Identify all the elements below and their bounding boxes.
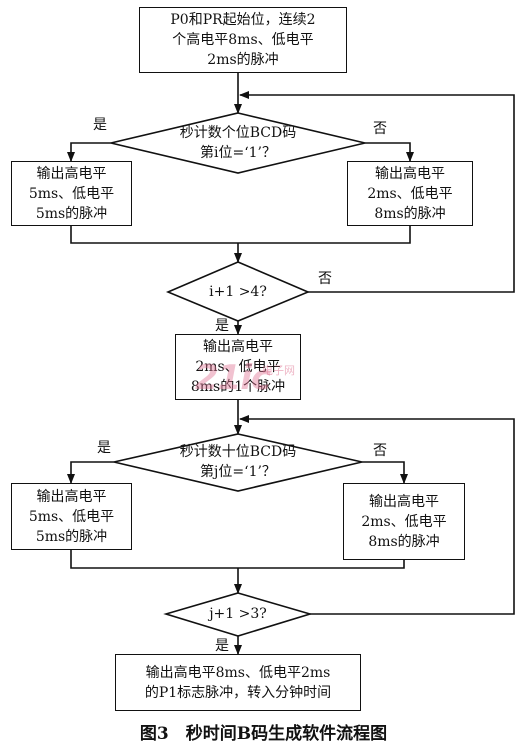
- end-box: 输出高电平8ms、低电平2ms 的P1标志脉冲，转入分钟时间: [115, 654, 361, 711]
- watermark-logo: 21ic: [195, 358, 271, 398]
- figure-caption: 图3 秒时间B码生成软件流程图: [139, 724, 388, 744]
- decision-units-shape: [110, 112, 366, 174]
- label-no-loop-i: 否: [318, 271, 332, 287]
- loop-j-text: j+1 >3?: [209, 606, 267, 622]
- label-no-tens: 否: [373, 443, 387, 459]
- decision-tens-shape: [113, 433, 363, 492]
- tens-no-output-box: 输出高电平 2ms、低电平 8ms的脉冲: [343, 483, 465, 560]
- label-yes-loop-i: 是: [215, 318, 229, 334]
- label-yes-tens: 是: [97, 440, 111, 456]
- watermark-sub: 电子网: [262, 364, 295, 377]
- units-yes-output-box: 输出高电平 5ms、低电平 5ms的脉冲: [11, 161, 132, 226]
- units-no-output-box: 输出高电平 2ms、低电平 8ms的脉冲: [347, 161, 473, 226]
- loop-i-text: i+1 >4?: [209, 284, 267, 300]
- decision-tens-text: 秒计数十位BCD码 第j位=‘1’？: [179, 444, 297, 480]
- start-box: P0和PR起始位，连续2 个高电平8ms、低电平 2ms的脉冲: [139, 7, 347, 73]
- label-yes-units: 是: [93, 117, 107, 133]
- mid-output-box: 输出高电平 2ms、低电平 8ms的1个脉冲: [175, 334, 301, 400]
- label-yes-loop-j: 是: [215, 638, 229, 654]
- tens-yes-output-box: 输出高电平 5ms、低电平 5ms的脉冲: [11, 483, 132, 550]
- label-no-units: 否: [373, 121, 387, 137]
- decision-units-text: 秒计数个位BCD码 第i位=‘1’？: [179, 125, 297, 161]
